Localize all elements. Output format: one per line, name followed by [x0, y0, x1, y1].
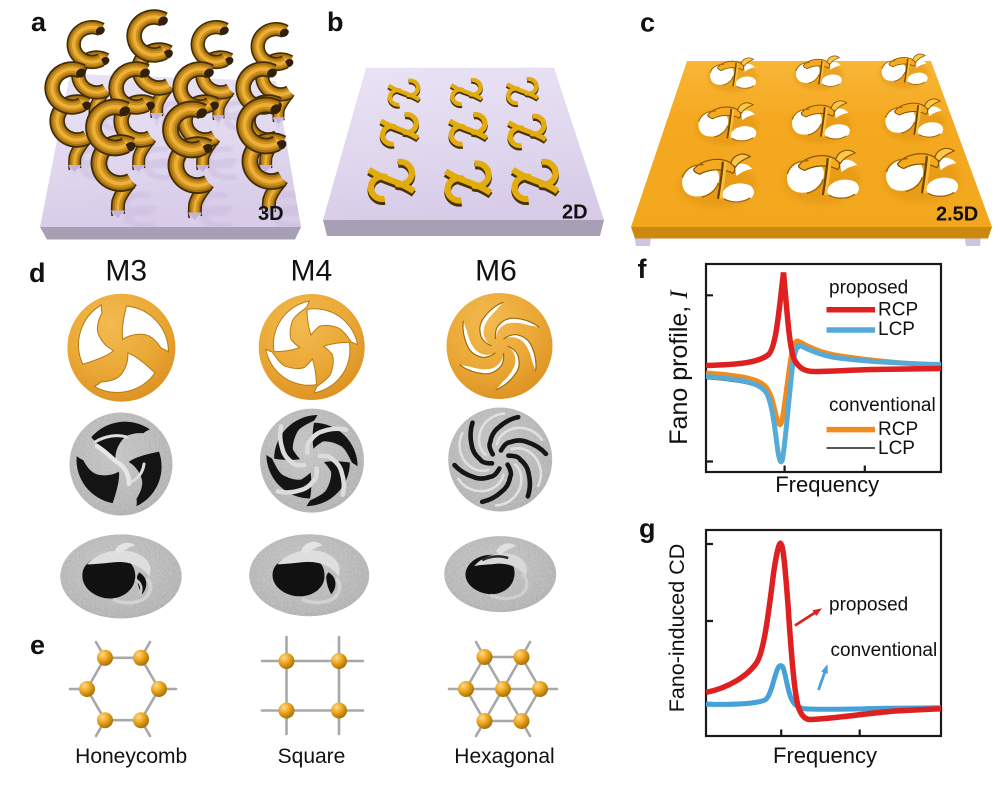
svg-text:proposed: proposed: [829, 278, 908, 299]
svg-text:RCP: RCP: [878, 419, 918, 440]
svg-text:d: d: [29, 258, 46, 288]
svg-text:M3: M3: [105, 255, 147, 288]
svg-text:2.5D: 2.5D: [936, 204, 978, 226]
svg-text:Fano profile, I: Fano profile, I: [665, 289, 693, 445]
svg-text:b: b: [327, 7, 344, 37]
svg-text:proposed: proposed: [829, 595, 908, 616]
svg-text:Frequency: Frequency: [773, 743, 877, 768]
svg-text:M6: M6: [475, 255, 517, 288]
svg-text:conventional: conventional: [829, 395, 936, 416]
svg-text:a: a: [31, 7, 47, 37]
svg-text:2D: 2D: [562, 202, 588, 224]
svg-text:g: g: [639, 514, 656, 544]
svg-text:c: c: [640, 8, 655, 38]
svg-text:Square: Square: [278, 745, 346, 768]
svg-text:RCP: RCP: [878, 300, 918, 321]
svg-text:Frequency: Frequency: [775, 472, 879, 497]
svg-text:LCP: LCP: [878, 319, 915, 340]
svg-text:f: f: [638, 254, 648, 284]
svg-text:3D: 3D: [258, 203, 284, 225]
svg-text:conventional: conventional: [831, 640, 938, 661]
svg-text:Honeycomb: Honeycomb: [75, 745, 187, 768]
svg-text:Fano-induced CD: Fano-induced CD: [665, 544, 689, 713]
svg-text:Hexagonal: Hexagonal: [454, 745, 554, 768]
svg-text:M4: M4: [291, 255, 333, 288]
svg-text:e: e: [30, 630, 45, 660]
svg-text:LCP: LCP: [878, 438, 915, 459]
